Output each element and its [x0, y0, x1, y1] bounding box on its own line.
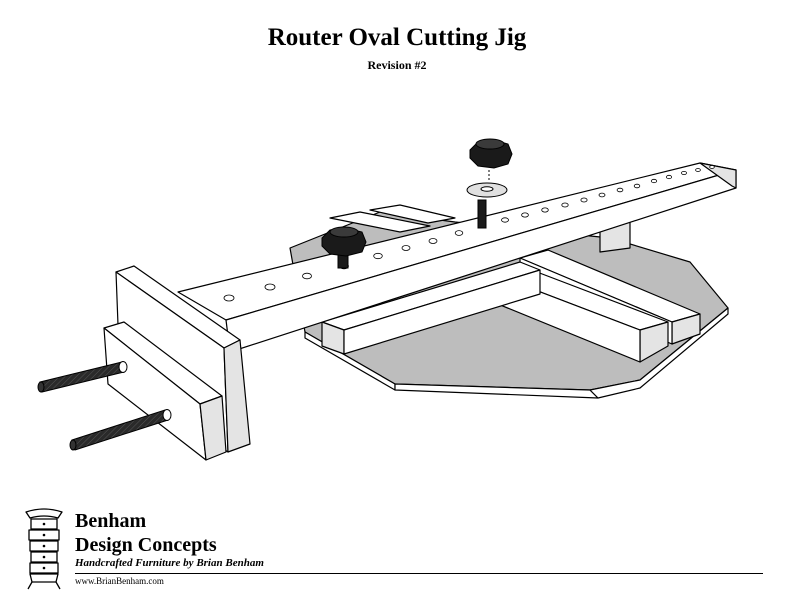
beam-holes [223, 165, 715, 302]
knob-left [321, 226, 367, 269]
beam [177, 162, 737, 353]
threaded-rod-lower [71, 409, 169, 451]
end-block [103, 265, 251, 461]
threaded-rods [37, 361, 172, 451]
dresser-icon [25, 508, 63, 590]
page-subtitle: Revision #2 [367, 58, 427, 72]
base-plate-edge-right [589, 307, 729, 399]
bolt-stud [477, 199, 487, 229]
beam-end [699, 162, 737, 189]
rail-left-side [343, 269, 541, 355]
brand-url-link[interactable]: www.BrianBenham.com [75, 576, 164, 586]
brand-line-1: Benham [75, 510, 147, 532]
brand-name: Benham Design Concepts [75, 509, 217, 557]
runner-rails [321, 204, 701, 363]
footer-divider [75, 573, 763, 574]
rail-back-2 [369, 204, 456, 224]
rail-back-1 [329, 211, 431, 233]
end-block-lower-side [199, 395, 227, 461]
end-block-upright-side [223, 339, 251, 453]
page-title: Router Oval Cutting Jig [267, 24, 527, 51]
knob-right [466, 138, 513, 229]
brand-line-2: Design Concepts [75, 534, 217, 556]
brand-tagline: Handcrafted Furniture by Brian Benham [75, 557, 264, 569]
